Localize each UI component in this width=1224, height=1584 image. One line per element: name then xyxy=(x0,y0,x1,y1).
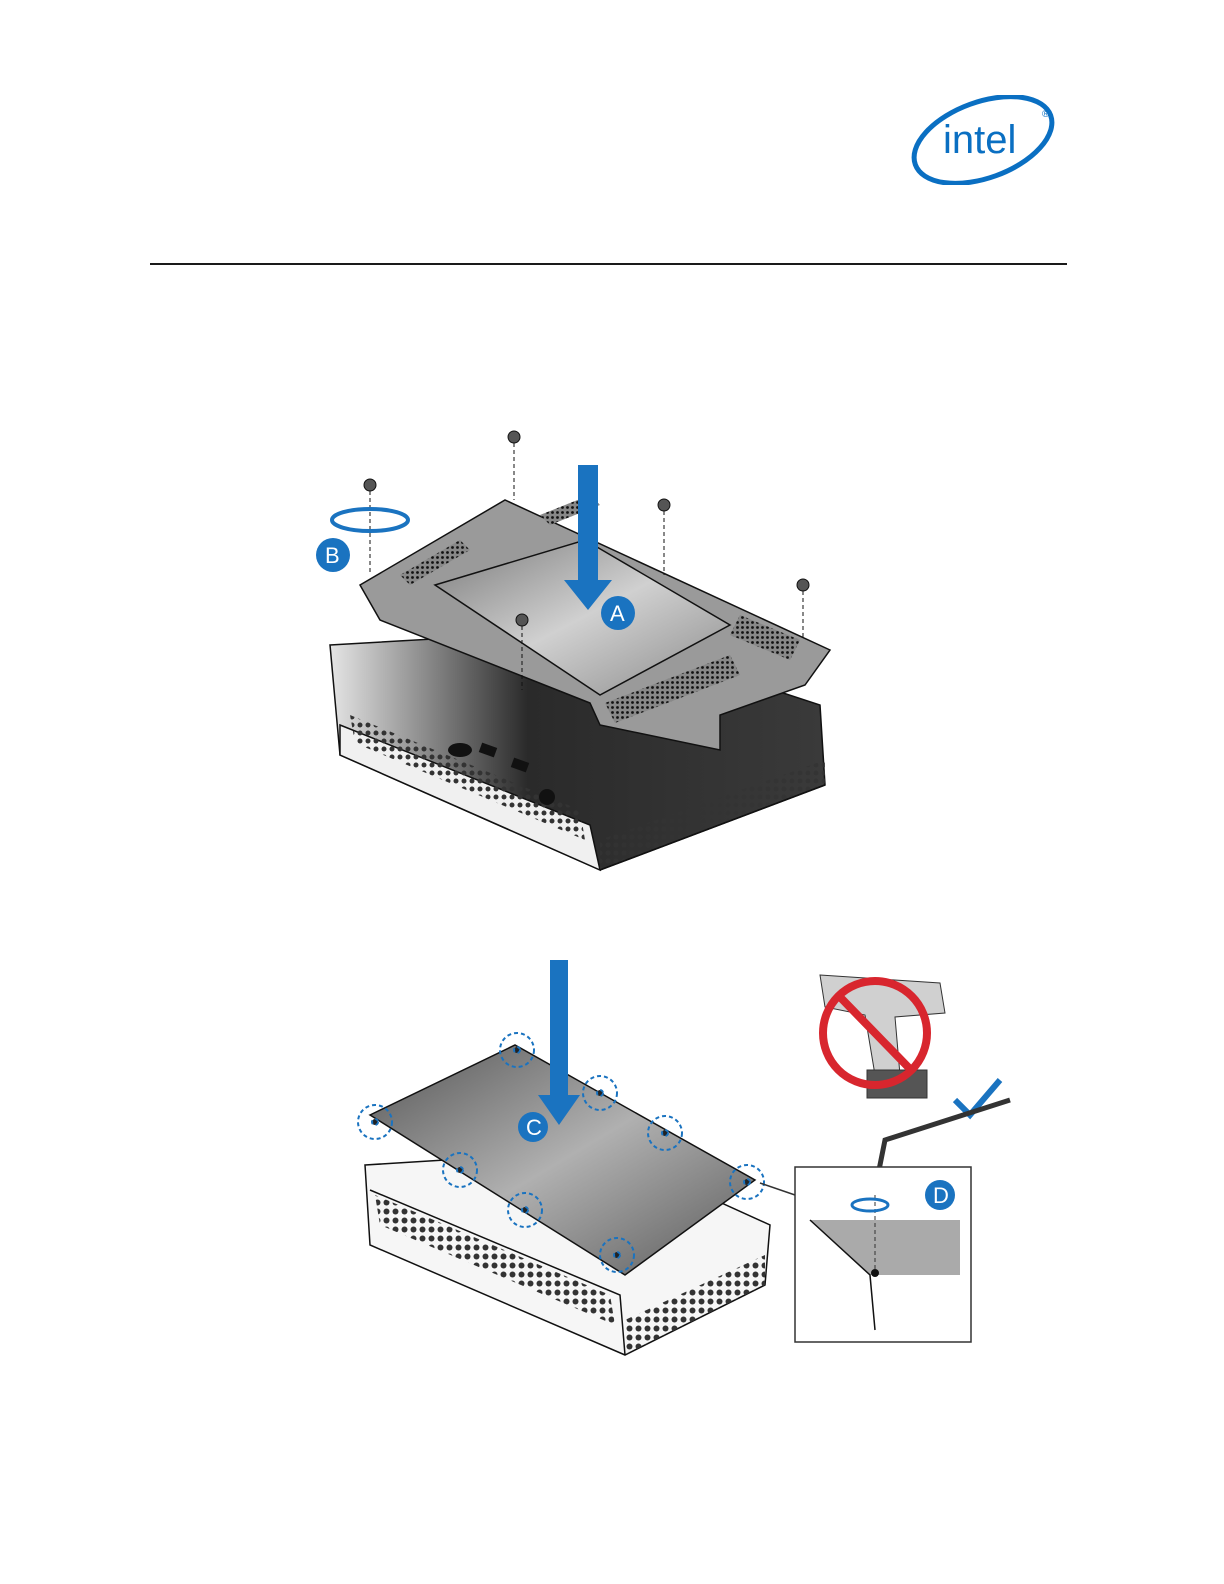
step-label-c: C xyxy=(526,1115,542,1140)
logo-wordmark: intel xyxy=(943,118,1016,162)
detail-inset: D xyxy=(760,1167,971,1342)
registered-mark: ® xyxy=(1042,109,1050,120)
step-label-a: A xyxy=(610,601,625,626)
header-divider xyxy=(150,263,1067,265)
screw-icon xyxy=(508,431,520,500)
screw-icon xyxy=(364,479,376,575)
figure-install-cover-plate: A B xyxy=(300,425,840,895)
step-label-d: D xyxy=(933,1183,949,1208)
screw-icon xyxy=(797,579,809,640)
no-power-drill-icon xyxy=(820,975,945,1098)
intel-logo: intel ® xyxy=(905,95,1065,185)
down-arrow-icon xyxy=(538,960,580,1125)
step-label-b: B xyxy=(325,543,340,568)
figure-install-bottom-lid: C D xyxy=(355,955,1035,1360)
screw-icon xyxy=(658,499,670,575)
